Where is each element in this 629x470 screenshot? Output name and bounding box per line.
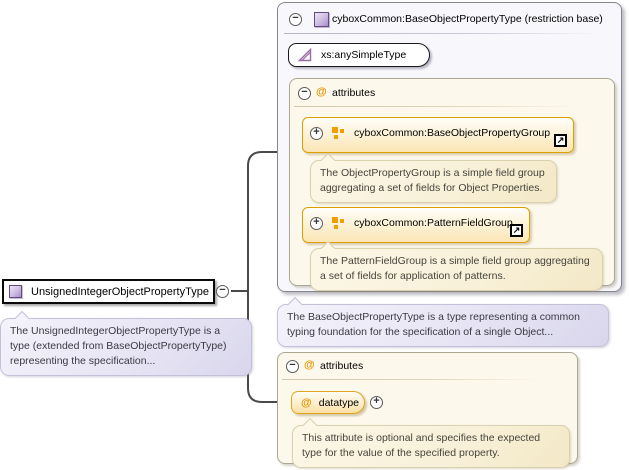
complex-type-icon xyxy=(314,12,329,27)
attribute-annotation: This attribute is optional and specifies… xyxy=(292,417,570,468)
attribute-expand-toggle[interactable]: + xyxy=(370,396,383,409)
root-collapse-toggle[interactable]: − xyxy=(216,285,229,298)
attribute-group-base-object-property[interactable]: + cyboxCommon:BaseObjectPropertyGroup ↗ xyxy=(302,117,574,153)
simple-type-pill[interactable]: xs:anySimpleType xyxy=(288,43,430,67)
attribute-group-pattern-field[interactable]: + cyboxCommon:PatternFieldGroup ↗ xyxy=(302,207,530,243)
base-attributes-panel: − @ attributes + cyboxCommon:BaseObjectP… xyxy=(289,78,615,291)
root-annotation: The UnsignedIntegerObjectPropertyType is… xyxy=(0,310,252,376)
base-panel-collapse-toggle[interactable]: − xyxy=(289,13,302,26)
group-expand-toggle[interactable]: + xyxy=(310,217,323,230)
simple-type-icon xyxy=(297,47,312,62)
base-type-panel: − cyboxCommon:BaseObjectPropertyType (re… xyxy=(277,2,622,292)
attribute-datatype-pill[interactable]: @ datatype xyxy=(291,391,365,414)
attributes-collapse-toggle[interactable]: − xyxy=(298,87,311,100)
group-label: cyboxCommon:PatternFieldGroup xyxy=(354,217,513,229)
attributes-collapse-toggle[interactable]: − xyxy=(286,360,299,373)
callout-pointer xyxy=(320,240,336,256)
attribute-group-icon xyxy=(332,217,344,229)
root-type-box[interactable]: UnsignedIntegerObjectPropertyType xyxy=(2,279,215,304)
root-type-label: UnsignedIntegerObjectPropertyType xyxy=(31,285,209,298)
attributes-header: attributes xyxy=(320,360,364,372)
goto-definition-icon[interactable]: ↗ xyxy=(554,134,567,147)
group-annotation: The ObjectPropertyGroup is a simple fiel… xyxy=(310,152,557,203)
group-annotation: The PatternFieldGroup is a simple field … xyxy=(310,240,603,291)
callout-pointer xyxy=(287,296,303,312)
complex-type-icon xyxy=(9,285,22,298)
attributes-panel: − @ attributes @ datatype + This attribu… xyxy=(277,352,578,468)
group-expand-toggle[interactable]: + xyxy=(310,127,323,140)
attribute-group-icon xyxy=(332,127,344,139)
goto-definition-icon[interactable]: ↗ xyxy=(510,224,523,237)
at-icon: @ xyxy=(304,359,315,371)
callout-pointer xyxy=(302,417,318,433)
attributes-header: attributes xyxy=(332,87,376,99)
divider xyxy=(284,33,616,34)
base-panel-title: cyboxCommon:BaseObjectPropertyType (rest… xyxy=(332,13,603,25)
at-icon: @ xyxy=(301,396,312,409)
group-label: cyboxCommon:BaseObjectPropertyGroup xyxy=(354,127,551,139)
base-type-annotation: The BaseObjectPropertyType is a type rep… xyxy=(277,296,609,347)
callout-pointer xyxy=(320,152,336,168)
at-icon: @ xyxy=(316,86,327,98)
simple-type-label: xs:anySimpleType xyxy=(321,49,407,61)
attribute-name: datatype xyxy=(318,396,360,409)
divider xyxy=(282,379,572,380)
divider xyxy=(294,106,610,107)
callout-pointer xyxy=(14,310,30,326)
